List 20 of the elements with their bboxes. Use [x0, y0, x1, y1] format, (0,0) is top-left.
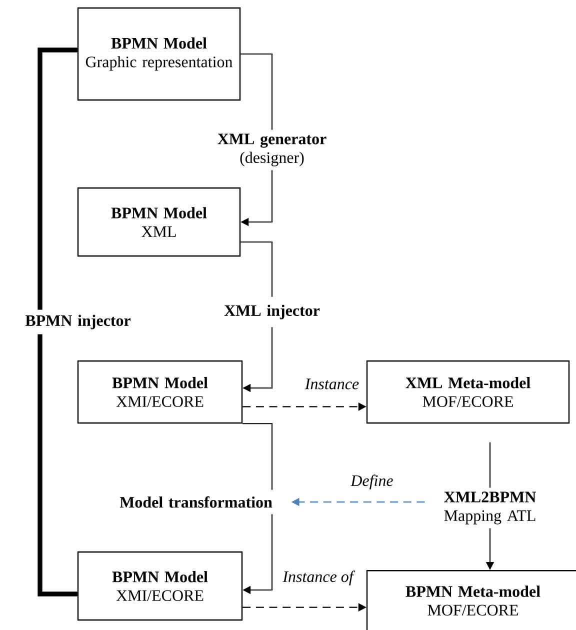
- connector-line: [489, 442, 491, 488]
- edge-label: Instance: [304, 378, 359, 390]
- edge-label: Define: [350, 474, 393, 490]
- connector-line: [240, 241, 273, 297]
- connector-line: [38, 334, 78, 596]
- model-box: BPMN Model Graphic representation: [77, 7, 241, 101]
- step-label: XML injector: [224, 304, 320, 320]
- model-box: XML Meta-model MOF/ECORE: [366, 360, 570, 424]
- model-box: BPMN Meta-model MOF/ECORE: [366, 570, 576, 630]
- connector-line: [240, 53, 273, 130]
- step-label: XML2BPMN Mapping ATL: [444, 492, 536, 524]
- connector-line: [38, 48, 78, 310]
- edge-label: Instance of: [282, 570, 356, 586]
- model-box: BPMN Model XMI/ECORE: [77, 551, 243, 621]
- step-label: XML generator (designer): [218, 134, 326, 166]
- model-box: BPMN Model XML: [77, 187, 241, 257]
- connector-line: [242, 423, 273, 490]
- model-box: BPMN Model XMI/ECORE: [77, 360, 243, 424]
- step-label: Model transformation: [120, 496, 272, 508]
- step-label: BPMN injector: [25, 314, 131, 330]
